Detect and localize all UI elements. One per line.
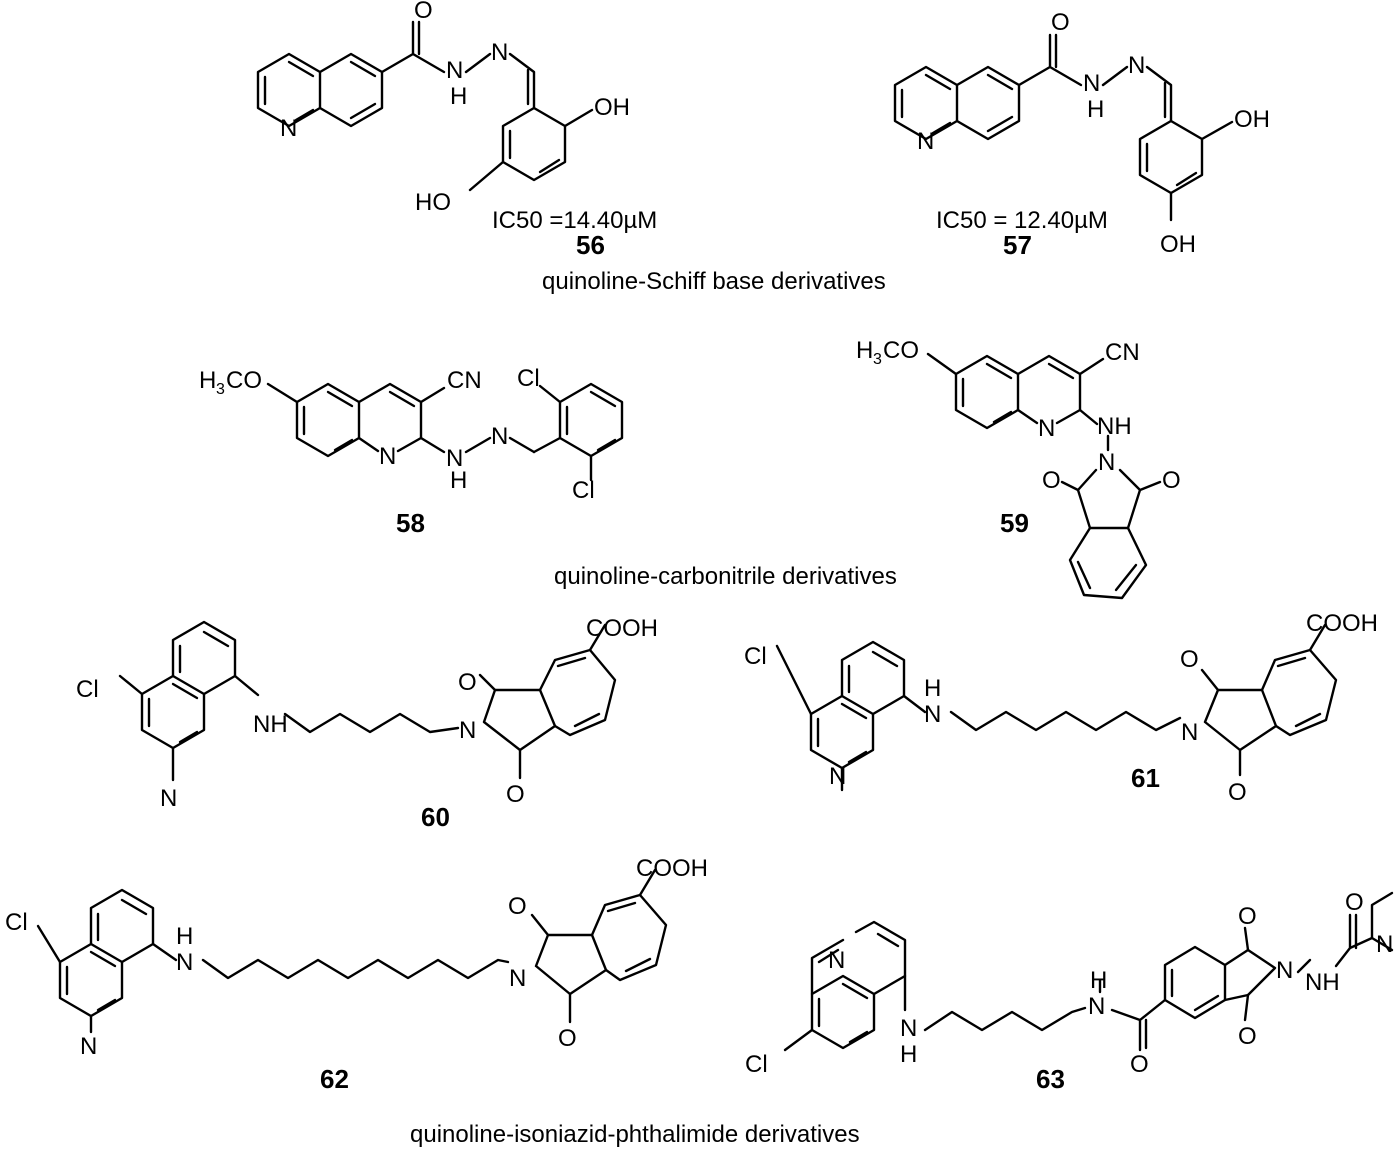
- c59-label: 59: [1000, 508, 1029, 538]
- c62-imide-n: N: [509, 965, 526, 992]
- c56-ic50: IC50 =14.40µM: [492, 207, 657, 234]
- c61-o-top: O: [1180, 646, 1199, 673]
- c63-pyridine-n: N: [1376, 931, 1393, 958]
- c62-nh-h: H: [176, 923, 193, 950]
- compound-59-structure: [926, 352, 1162, 600]
- c63-cl: Cl: [745, 1051, 768, 1078]
- c58-label: 58: [396, 508, 425, 538]
- c63-o-top: O: [1238, 903, 1257, 930]
- c63-nh-h: H: [900, 1041, 917, 1068]
- c60-label: 60: [421, 802, 450, 832]
- c58-imine-n: N: [491, 423, 508, 450]
- c61-imide-n: N: [1181, 719, 1198, 746]
- c62-label: 62: [320, 1064, 349, 1094]
- c61-nh-h: H: [924, 675, 941, 702]
- c63-amide-o: O: [1130, 1051, 1149, 1078]
- compound-56-structure: [256, 20, 594, 192]
- c57-nh-n: N: [1083, 70, 1100, 97]
- c63-imide-n: N: [1276, 957, 1293, 984]
- c63-amide-h: H: [1090, 967, 1107, 994]
- c61-nh-n: N: [924, 701, 941, 728]
- compound-57-structure: [893, 33, 1234, 222]
- c63-hydrazide-o: O: [1345, 889, 1364, 916]
- c58-cn: CN: [447, 367, 482, 394]
- c60-cooh: COOH: [586, 615, 658, 642]
- c56-oh-top: OH: [594, 94, 630, 121]
- c62-nh-n: N: [176, 949, 193, 976]
- caption-schiff-base: quinoline-Schiff base derivatives: [542, 268, 886, 295]
- c61-label: 61: [1131, 763, 1160, 793]
- c63-hydrazide-nh: NH: [1305, 969, 1340, 996]
- compound-63-structure: [783, 891, 1394, 1052]
- compound-58-structure: [266, 382, 624, 482]
- c61-o-bottom: O: [1228, 779, 1247, 806]
- c57-carbonyl-o: O: [1051, 9, 1070, 36]
- c60-cl: Cl: [76, 676, 99, 703]
- c57-label: 57: [1003, 230, 1032, 260]
- c56-quinoline-n: N: [280, 115, 297, 142]
- c62-quinoline-n: N: [80, 1033, 97, 1060]
- c61-cooh: COOH: [1306, 610, 1378, 637]
- c57-ic50: IC50 = 12.40µM: [936, 207, 1108, 234]
- caption-carbonitrile: quinoline-carbonitrile derivatives: [554, 563, 897, 590]
- c56-ho-bottom: HO: [415, 189, 451, 216]
- c57-nh-h: H: [1087, 96, 1104, 123]
- c56-nh-n: N: [446, 57, 463, 84]
- c62-o-top: O: [508, 893, 527, 920]
- c59-methoxy-3: 3: [873, 351, 882, 368]
- c56-carbonyl-o: O: [414, 0, 433, 24]
- caption-phthalimide: quinoline-isoniazid-phthalimide derivati…: [410, 1121, 860, 1148]
- c60-nh: NH: [253, 711, 288, 738]
- compound-62-structure: [36, 868, 668, 1034]
- c63-nh-n: N: [900, 1015, 917, 1042]
- c59-o-left: O: [1042, 467, 1061, 494]
- c58-nh-h: H: [450, 467, 467, 494]
- c59-imide-n: N: [1098, 449, 1115, 476]
- c56-label: 56: [576, 230, 605, 260]
- c61-cl: Cl: [744, 643, 767, 670]
- c59-quinoline-n: N: [1038, 415, 1055, 442]
- c62-o-bottom: O: [558, 1025, 577, 1052]
- c59-nh: NH: [1097, 413, 1132, 440]
- c57-oh-bottom: OH: [1160, 231, 1196, 258]
- c62-cl: Cl: [5, 909, 28, 936]
- c57-oh-top: OH: [1234, 106, 1270, 133]
- c60-quinoline-n: N: [160, 785, 177, 812]
- c58-nh-n: N: [446, 445, 463, 472]
- compound-60-structure: [118, 620, 617, 782]
- c60-o-top: O: [458, 669, 477, 696]
- c61-quinoline-n: N: [829, 763, 846, 790]
- c58-quinoline-n: N: [379, 443, 396, 470]
- c63-amide-n: N: [1088, 993, 1105, 1020]
- c59-methoxy-h: H: [856, 337, 873, 364]
- c63-label: 63: [1036, 1064, 1065, 1094]
- c56-nh-h: H: [450, 83, 467, 110]
- c58-methoxy-co: CO: [226, 367, 262, 394]
- compound-61-structure: [775, 623, 1338, 792]
- c60-o-bottom: O: [506, 781, 525, 808]
- c60-imide-n: N: [459, 717, 476, 744]
- c63-o-bottom: O: [1238, 1023, 1257, 1050]
- c59-o-right: O: [1162, 467, 1181, 494]
- c57-imine-n: N: [1128, 52, 1145, 79]
- c63-quinoline-n: N: [828, 947, 845, 974]
- c58-cl-bottom: Cl: [572, 477, 595, 504]
- c58-cl-top: Cl: [517, 365, 540, 392]
- c59-methoxy-co: CO: [883, 337, 919, 364]
- c56-imine-n: N: [491, 39, 508, 66]
- c58-methoxy-h: H: [199, 367, 216, 394]
- c59-cn: CN: [1105, 339, 1140, 366]
- c58-methoxy-3: 3: [216, 381, 225, 398]
- c57-quinoline-n: N: [917, 128, 934, 155]
- c62-cooh: COOH: [636, 855, 708, 882]
